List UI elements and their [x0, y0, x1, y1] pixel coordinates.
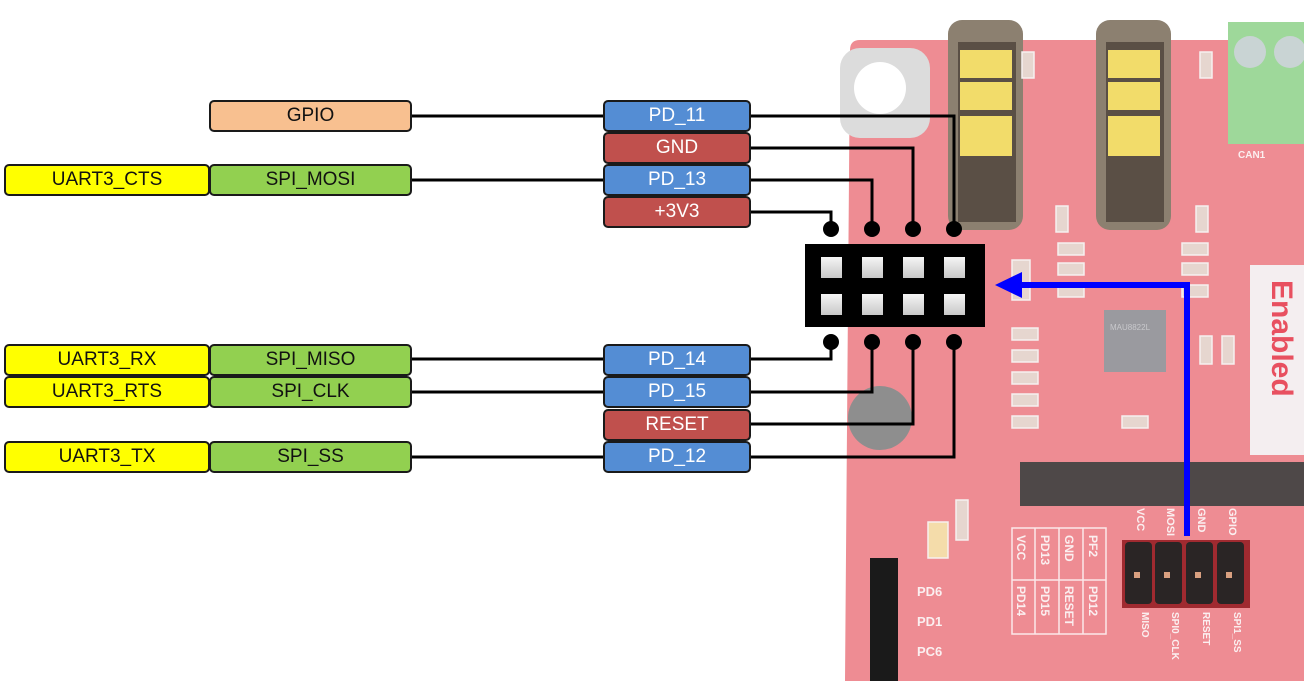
wire-gnd	[750, 146, 915, 229]
label-uart3-rts: UART3_RTS	[4, 376, 210, 408]
codec-chip: MAU8822L	[1104, 310, 1166, 372]
smd-components	[927, 51, 1235, 559]
wire-pd15	[411, 342, 874, 394]
silk-can1: CAN1	[1238, 150, 1266, 161]
silk-header-top-3: GPIO	[1226, 508, 1238, 536]
location-arrow	[995, 272, 1190, 536]
silk-table-0-0: VCC	[1014, 535, 1028, 561]
pin-label-pd14: PD_14	[603, 344, 751, 376]
pin-dot-top-2	[864, 221, 880, 237]
header-pin-1-4	[944, 257, 965, 278]
silk-table-1-2: RESET	[1062, 586, 1076, 627]
mounting-hole	[854, 62, 906, 114]
header-pin-1-2	[862, 257, 883, 278]
label-uart3-tx: UART3_TX	[4, 441, 210, 473]
label-spi-miso: SPI_MISO	[209, 344, 412, 376]
wifi-module	[1250, 265, 1304, 455]
wire-pd11	[411, 114, 956, 229]
pin-label-pd15: PD_15	[603, 376, 751, 408]
side-pin-header	[870, 558, 898, 681]
silk-table-0-2: GND	[1062, 535, 1076, 562]
label-uart3-cts: UART3_CTS	[4, 164, 210, 196]
pin-label-reset: RESET	[603, 409, 751, 441]
pin-dot-bottom-3	[905, 334, 921, 350]
pin-dot-top-3	[905, 221, 921, 237]
header-pin-1-3	[903, 257, 924, 278]
wire-reset	[750, 342, 915, 426]
header-pin-2-1	[821, 294, 842, 315]
silk-table-1-0: PD14	[1014, 586, 1028, 616]
pin-dot-bottom-1	[823, 334, 839, 350]
header-2x4-diagram	[805, 244, 985, 327]
silk-header-bottom-3: SPI1_SS	[1231, 612, 1242, 653]
header-pin-2-4	[944, 294, 965, 315]
pin-label-3v3: +3V3	[603, 196, 751, 228]
silk-header-top-2: GND	[1195, 508, 1207, 533]
silk-table-1-3: PD12	[1086, 586, 1100, 616]
pin-dot-top-1	[823, 221, 839, 237]
microphone	[848, 386, 912, 450]
svg-text:MAU8822L: MAU8822L	[1110, 323, 1151, 332]
silk-header-bottom-0: MISO	[1139, 612, 1150, 638]
label-spi-ss: SPI_SS	[209, 441, 412, 473]
header-pin-2-2	[862, 294, 883, 315]
spi-header-nu5	[1122, 540, 1250, 608]
pin-dot-bottom-2	[864, 334, 880, 350]
label-spi-clk: SPI_CLK	[209, 376, 412, 408]
header-pin-2-3	[903, 294, 924, 315]
pin-dot-top-4	[946, 221, 962, 237]
audio-jack-j3	[948, 20, 1023, 230]
silk-side-1: PD1	[917, 614, 942, 629]
pin-label-pd12: PD_12	[603, 441, 751, 473]
label-spi-mosi: SPI_MOSI	[209, 164, 412, 196]
wire-pd13	[411, 178, 874, 229]
pin-header-row	[1020, 462, 1304, 506]
pin-label-pd11: PD_11	[603, 100, 751, 132]
module-text: Enabled	[1265, 280, 1298, 397]
pin-dot-bottom-4	[946, 334, 962, 350]
silk-header-bottom-1: SPI0_CLK	[1169, 612, 1180, 661]
audio-jack-j2	[1096, 20, 1171, 230]
silk-table-0-1: PD13	[1038, 535, 1052, 565]
silk-header-bottom-2: RESET	[1200, 612, 1211, 645]
wire-pd12	[411, 342, 956, 459]
arrow-head-icon	[995, 272, 1022, 298]
silk-table-0-3: PF2	[1086, 535, 1100, 557]
silk-side-0: PD6	[917, 584, 942, 599]
silk-header-top-0: VCC	[1134, 508, 1146, 531]
label-uart3-rx: UART3_RX	[4, 344, 210, 376]
can-terminal-block	[1228, 22, 1304, 144]
header-pin-1-1	[821, 257, 842, 278]
pin-table-silkscreen	[1011, 527, 1107, 635]
wire-3v3	[750, 210, 833, 229]
pin-label-gnd: GND	[603, 132, 751, 164]
label-gpio: GPIO	[209, 100, 412, 132]
silk-header-top-1: MOSI	[1164, 508, 1176, 536]
silk-table-1-1: PD15	[1038, 586, 1052, 616]
pin-label-pd13: PD_13	[603, 164, 751, 196]
silk-side-2: PC6	[917, 644, 942, 659]
